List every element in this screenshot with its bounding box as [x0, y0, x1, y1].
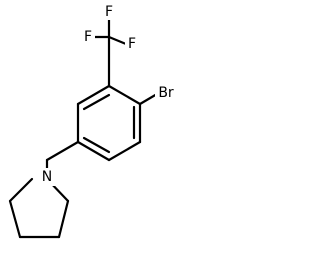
ring-bond-c1-c2: [107, 84, 142, 106]
ring-bond-c3-c4: [107, 140, 142, 162]
pyrrolidine-bond-left-n: [8, 177, 34, 203]
bond-cf3-to-f-right: [107, 35, 128, 46]
pyrrolidine-bond-lower-left-left: [8, 199, 22, 239]
atom-label-f-top: F: [105, 4, 113, 20]
br-label-bg: [155, 85, 177, 101]
ring-bond-c6-c1: [76, 84, 111, 106]
structure-svg: F F F Br N: [8, 4, 177, 239]
atom-label-f-left: F: [84, 29, 92, 45]
atom-label-f-right: F: [128, 36, 136, 52]
ring-inner-double-bond-3: [82, 136, 111, 154]
bond-ring-to-br: [138, 92, 159, 106]
atom-label-n: N: [42, 169, 52, 185]
ring-inner-double-bond-1: [82, 93, 111, 111]
atom-label-br: Br: [158, 85, 174, 101]
f-right-label-bg: [125, 36, 139, 52]
f-left-label-bg: [81, 29, 95, 45]
f-top-label-bg: [102, 4, 116, 20]
pyrrolidine-bond-right-lower-right: [57, 199, 70, 239]
bond-ring-to-ch2: [45, 140, 80, 162]
n-label-bg: [38, 168, 56, 186]
molecule-diagram: F F F Br N: [8, 4, 177, 239]
ring-bond-c4-c5: [76, 140, 111, 162]
